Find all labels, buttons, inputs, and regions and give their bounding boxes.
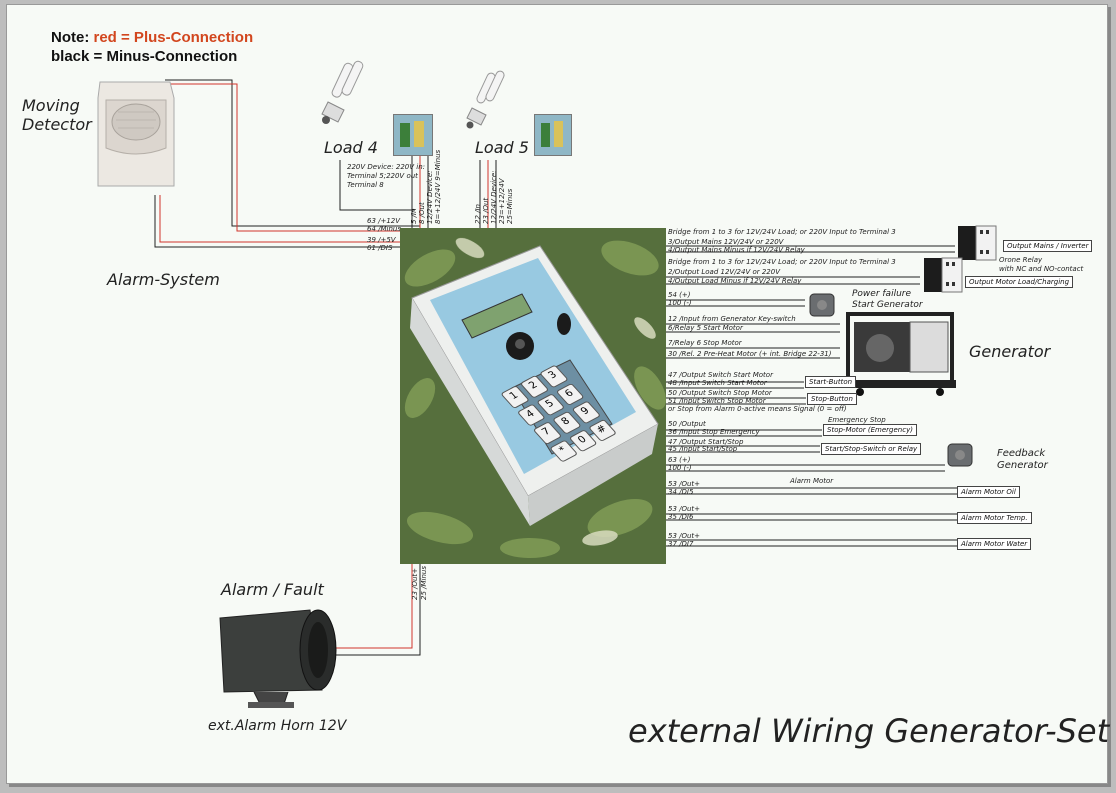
stop-button-box: Stop-Button [807,393,857,405]
right-terminal-12: 47 /Output Switch Start Motor [668,371,773,379]
right-terminal-9: 6/Relay 5 Start Motor [668,324,743,332]
start-button-box: Start-Button [805,376,857,388]
top-terminal-load5-0: 22 /In [474,204,482,224]
left-terminal-3: 61 /DIS [367,244,393,252]
top-terminal-load4-3: 8=+12/24V 9=Minus [434,149,442,224]
stop-motor-box: Stop-Motor (Emergency) [823,424,917,436]
right-terminal-26: 35 /DI6 [668,513,694,521]
output-mains-box: Output Mains / Inverter [1003,240,1093,252]
right-terminal-19: 47 /Output Start/Stop [668,438,744,446]
relay-load-icon [922,254,966,296]
note-prefix: Note: [51,29,90,46]
bulb-load5-icon [462,70,510,130]
top-terminal-load5-4: 25=Minus [506,188,514,224]
right-terminal-5: 4/Output Load Minus if 12V/24V Relay [668,277,802,285]
terminal-photo-load4 [393,114,433,156]
right-terminal-4: 2/Output Load 12V/24V or 220V [668,268,781,276]
power-failure-label: Power failure Start Generator [852,289,923,310]
alarm-horn-label: ext.Alarm Horn 12V [208,718,347,734]
top-terminal-load5-2: 12/24V Device: [490,170,498,224]
top-terminal-load4-1: 8 /Out [418,202,426,224]
right-terminal-25: 53 /Out+ [668,505,701,513]
top-terminal-load5-1: 23 /Out [482,197,490,224]
right-terminal-3: Bridge from 1 to 3 for 12V/24V Load; or … [668,258,896,266]
alarm-horn-icon [214,608,340,712]
alarm-temp-box: Alarm Motor Temp. [957,512,1032,524]
relay-mains-icon [956,222,1000,264]
output-load-box: Output Motor Load/Charging [965,276,1074,288]
right-terminal-23: 53 /Out+ [668,480,701,488]
diagram-title: external Wiring Generator-Set [628,712,1110,750]
controller-photo: 1 2 3 4 5 6 7 8 9 * 0 # [400,228,666,564]
power-adapter-icon [806,290,840,320]
right-terminal-18: 36 /Input Stop Emergency [668,428,760,436]
right-terminal-1: 3/Output Mains 12V/24V or 220V [668,238,784,246]
feedback-adapter-icon [944,440,978,472]
note-plus-label: red = Plus-Connection [93,29,254,46]
right-terminal-8: 12 /Input from Generator Key-switch [668,315,796,323]
right-terminal-17: 50 /Output [668,420,706,428]
top-terminal-load4-0: 5 /In [410,208,418,224]
right-terminal-10: 7/Relay 6 Stop Motor [668,339,742,347]
right-terminal-21: 63 (+) [668,456,691,464]
orone-relay-label: Orone Relay with NC and NO-contact [999,256,1084,273]
right-terminal-28: 37 /DI7 [668,540,694,548]
emergency-stop-title: Emergency Stop [828,416,886,424]
alarm-fault-label: Alarm / Fault [221,580,324,599]
right-terminal-13: 48 /Input Switch Start Motor [668,379,767,387]
right-terminal-24: 34 /DI5 [668,488,694,496]
start-stop-switch-box: Start/Stop-Switch or Relay [821,443,922,455]
bulb-load4-icon [318,58,370,128]
right-terminal-6: 54 (+) [668,291,691,299]
left-terminal-1: 64 /Minus [367,225,401,233]
left-terminal-2: 39 /+5V [367,236,396,244]
feedback-generator-label: Feedback Generator [997,448,1048,471]
load4-label: Load 4 [324,138,378,157]
right-terminal-22: 100 (-) [668,464,692,472]
note-minus-label: black = Minus-Connection [51,48,238,65]
load4-note: 220V Device: 220V in: Terminal 5;220V ou… [347,163,426,189]
note-line-plus: Note: red = Plus-Connection [51,29,253,46]
generator-icon [840,308,960,396]
left-terminal-0: 63 /+12V [367,217,401,225]
load5-label: Load 5 [475,138,529,157]
bottom-terminal-1: 25 /Minus [420,566,428,600]
right-terminal-15: 51 /Input Switch Stop Motor [668,397,766,405]
alarm-oil-box: Alarm Motor Oil [957,486,1020,498]
right-terminal-2: 4/Output Mains Minus if 12V/24V Relay [668,246,805,254]
right-terminal-20: 45 /Input Start/Stop [668,445,738,453]
right-terminal-11: 30 /Rel. 2 Pre-Heat Motor (+ int. Bridge… [668,350,832,358]
bottom-terminal-0: 23 /Out+ [411,567,419,600]
moving-detector-label: Moving Detector [22,96,92,134]
top-terminal-load4-2: 12/24V Device: [426,170,434,224]
alarm-system-label: Alarm-System [107,270,220,289]
top-terminal-load5-3: 23=+12/24V [498,178,506,224]
right-terminal-7: 100 (-) [668,299,692,307]
alarm-motor-title: Alarm Motor [790,477,834,485]
generator-label: Generator [969,342,1051,361]
right-terminal-27: 53 /Out+ [668,532,701,540]
right-terminal-16: or Stop from Alarm 0-active means Signal… [668,405,847,413]
motion-detector-icon [96,78,176,193]
right-terminal-14: 50 /Output Switch Stop Motor [668,389,772,397]
terminal-photo-load5 [534,114,572,156]
right-terminal-0: Bridge from 1 to 3 for 12V/24V Load; or … [668,228,896,236]
alarm-water-box: Alarm Motor Water [957,538,1032,550]
